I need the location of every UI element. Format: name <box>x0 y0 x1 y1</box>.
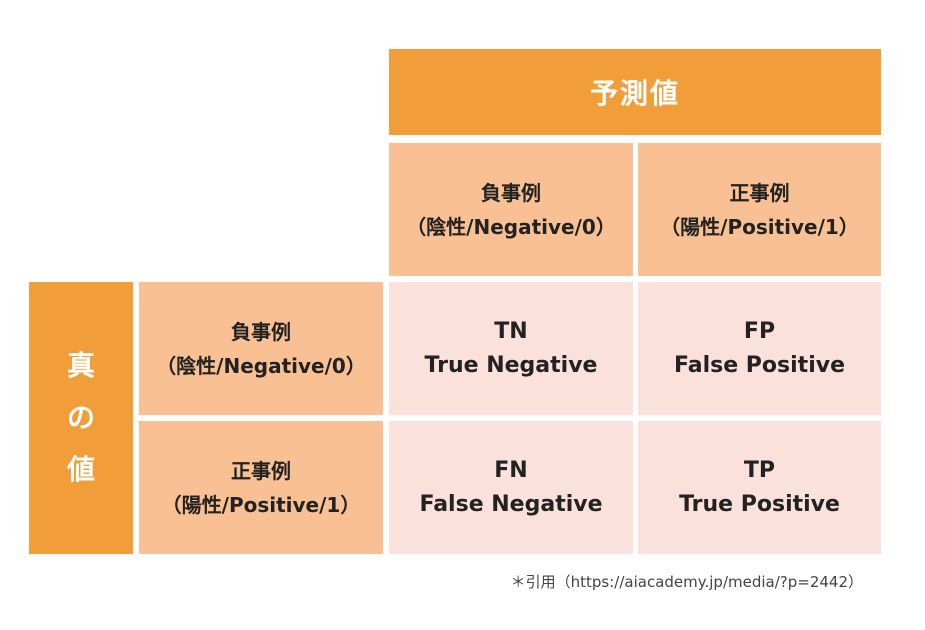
row-header-label: 負事例 <box>231 319 291 344</box>
matrix-cell-false-negative: FN False Negative <box>389 421 633 554</box>
column-header-label: 負事例 <box>481 180 541 205</box>
true-value-header-char: 値 <box>66 453 95 486</box>
row-header-negative: 負事例 （陰性/Negative/0） <box>139 282 383 415</box>
true-value-header-char: の <box>66 401 95 434</box>
row-header-sublabel: （陽性/Positive/1） <box>161 492 361 517</box>
predicted-value-header: 予測値 <box>389 49 881 135</box>
matrix-cell-true-positive: TP True Positive <box>638 421 881 554</box>
matrix-cell-true-negative: TN True Negative <box>389 282 633 415</box>
cell-abbreviation: TN <box>494 318 528 344</box>
true-value-header-char: 真 <box>66 349 95 382</box>
predicted-value-header-text: 予測値 <box>589 77 680 110</box>
citation-note: ＊引用（https://aiacademy.jp/media/?p=2442） <box>510 573 863 591</box>
row-header-label: 正事例 <box>231 458 291 483</box>
row-header-positive: 正事例 （陽性/Positive/1） <box>139 421 383 554</box>
cell-abbreviation: FP <box>743 318 776 344</box>
matrix-cell-false-positive: FP False Positive <box>638 282 881 415</box>
column-header-sublabel: （陰性/Negative/0） <box>406 214 616 239</box>
cell-name: True Negative <box>424 352 598 378</box>
cell-name: False Positive <box>674 352 845 378</box>
column-header-label: 正事例 <box>729 180 790 205</box>
row-header-sublabel: （陰性/Negative/0） <box>156 353 366 378</box>
cell-name: True Positive <box>679 491 840 517</box>
column-header-negative: 負事例 （陰性/Negative/0） <box>389 143 633 276</box>
cell-abbreviation: FN <box>494 457 528 483</box>
cell-abbreviation: TP <box>743 457 776 483</box>
column-header-positive: 正事例 （陽性/Positive/1） <box>638 143 881 276</box>
true-value-header: 真 の 値 <box>29 282 133 554</box>
column-header-sublabel: （陽性/Positive/1） <box>660 214 859 239</box>
cell-name: False Negative <box>419 491 603 517</box>
